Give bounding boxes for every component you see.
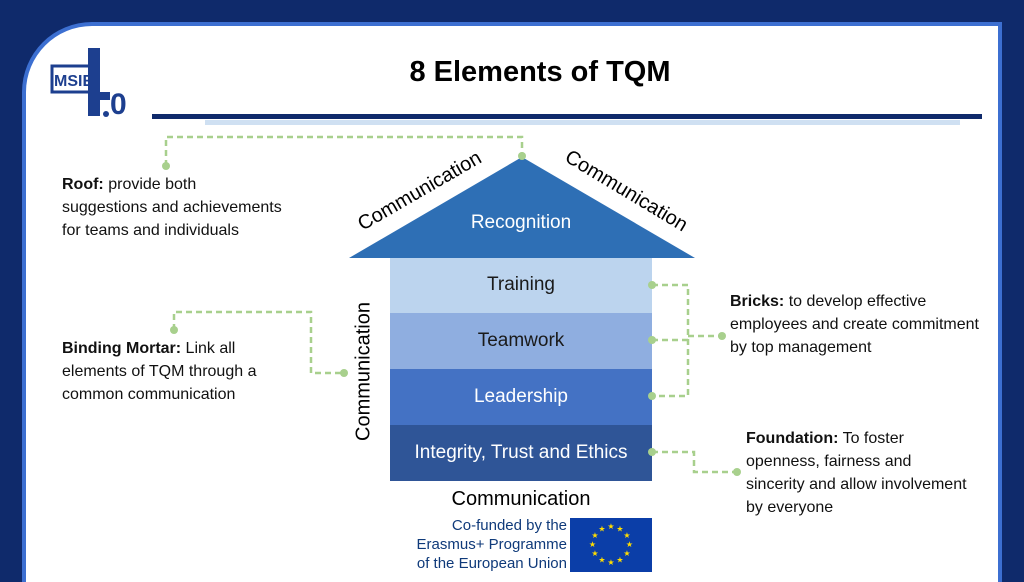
roof-note-label: Roof:	[62, 176, 104, 193]
roof-connector-dot	[518, 152, 526, 160]
roof-note: Roof: provide both suggestions and achie…	[62, 173, 282, 242]
layer-label-integrity: Integrity, Trust and Ethics	[414, 442, 628, 463]
roof-note-text: provide both suggestions and achievement…	[62, 176, 282, 239]
page-title: 8 Elements of TQM	[409, 56, 671, 88]
svg-text:★: ★	[607, 558, 614, 567]
svg-text:★: ★	[616, 525, 623, 534]
layer-label-training: Training	[487, 274, 555, 295]
mortar-connector	[172, 310, 344, 375]
eu-funding-text: Co-funded by the Erasmus+ Programme of t…	[397, 516, 567, 573]
eu-line-3: of the European Union	[416, 555, 567, 572]
bricks-note-label: Bricks:	[730, 293, 785, 310]
foundation-connector-dot	[733, 468, 741, 476]
layer-integrity	[390, 425, 652, 481]
svg-text:★: ★	[623, 549, 630, 558]
eu-line-2: Erasmus+ Programme	[416, 536, 567, 553]
mortar-connector-dot	[170, 326, 178, 334]
communication-label-bottom: Communication	[451, 488, 591, 510]
svg-text:★: ★	[623, 531, 630, 540]
bricks-connector-dot	[648, 392, 656, 400]
svg-text:★: ★	[598, 525, 605, 534]
foundation-note: Foundation: To foster openness, fairness…	[746, 427, 971, 519]
layer-training	[390, 258, 652, 313]
svg-text:0: 0	[110, 88, 127, 121]
bricks-note-text: to develop effective employees and creat…	[730, 293, 979, 356]
roof-label: Recognition	[470, 212, 572, 233]
svg-text:★: ★	[626, 540, 633, 549]
title-divider	[152, 114, 982, 119]
layer-label-teamwork: Teamwork	[477, 330, 565, 351]
eu-funding-box: Co-funded by the Erasmus+ Programme of t…	[385, 514, 660, 576]
svg-text:★: ★	[591, 549, 598, 558]
svg-text:★: ★	[589, 540, 596, 549]
foundation-note-text: To foster openness, fairness and sinceri…	[746, 430, 967, 516]
bricks-connector-dot	[648, 281, 656, 289]
roof	[349, 157, 695, 258]
communication-label-side: Communication	[352, 302, 375, 441]
foundation-connector-dot	[648, 448, 656, 456]
bricks-connector-dot	[718, 332, 726, 340]
layer-teamwork	[390, 313, 652, 369]
background-stripe	[0, 0, 1024, 22]
mortar-note: Binding Mortar: Link all elements of TQM…	[62, 337, 294, 406]
layer-label-leadership: Leadership	[473, 386, 569, 407]
foundation-connector	[652, 450, 737, 474]
mortar-connector-dot	[340, 369, 348, 377]
eu-flag-icon: ★ ★ ★ ★ ★ ★ ★ ★ ★ ★ ★ ★	[570, 518, 652, 572]
svg-text:★: ★	[598, 556, 605, 565]
bricks-note: Bricks: to develop effective employees a…	[730, 290, 980, 359]
svg-text:★: ★	[607, 522, 614, 531]
foundation-note-label: Foundation:	[746, 430, 839, 447]
roof-connector-dot	[162, 162, 170, 170]
layer-leadership	[390, 369, 652, 425]
logo-letters: MSIE	[54, 73, 93, 90]
svg-text:★: ★	[616, 556, 623, 565]
eu-line-1: Co-funded by the	[451, 517, 567, 534]
msie-logo: MSIE 0	[50, 48, 127, 121]
mortar-note-text: Link all elements of TQM through a commo…	[62, 340, 257, 403]
bricks-connector-dot	[648, 336, 656, 344]
title-divider-shadow	[205, 120, 960, 125]
mortar-note-label: Binding Mortar:	[62, 340, 182, 357]
roof-connector	[164, 135, 524, 166]
svg-text:★: ★	[591, 531, 598, 540]
bricks-connector	[652, 283, 722, 398]
